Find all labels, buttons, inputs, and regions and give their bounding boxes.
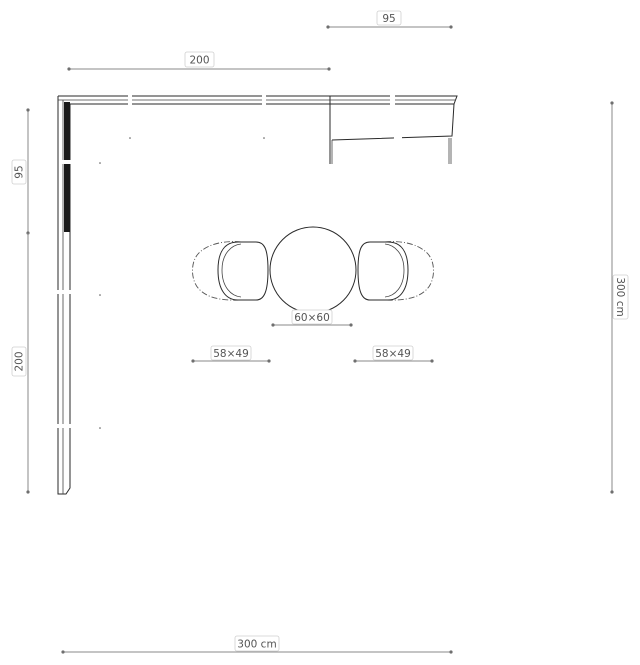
dimension-label-top-middle: 200 [189, 55, 209, 67]
chair-right [357, 241, 434, 301]
dimension-left-lower: 200 [11, 233, 30, 494]
dimension-bottom: 300 cm [61, 635, 453, 654]
dimension-label-right: 300 cm [614, 277, 626, 316]
dimension-label-left-upper: 95 [14, 165, 26, 178]
dimension-label-top-right: 95 [382, 13, 395, 25]
dimension-label-chair-right: 58×49 [375, 348, 411, 360]
dimension-top-right: 95 [326, 10, 453, 29]
dimension-table: 60×60 [271, 309, 353, 327]
dimension-chair-right: 58×49 [353, 345, 434, 363]
dimension-right: 300 cm [610, 101, 629, 494]
dimension-chair-left: 58×49 [191, 345, 271, 363]
dimension-label-bottom: 300 cm [237, 639, 276, 651]
chair-left [192, 241, 269, 301]
sideboard [329, 94, 458, 164]
dimension-left-upper: 95 [11, 108, 30, 235]
bench-backrest [64, 102, 70, 232]
corner-bench [56, 94, 331, 495]
dimension-label-table: 60×60 [294, 312, 330, 324]
dimension-top-middle: 200 [67, 51, 331, 71]
dimension-label-left-lower: 200 [14, 351, 26, 371]
dimension-label-chair-left: 58×49 [213, 348, 249, 360]
round-table [269, 226, 357, 314]
